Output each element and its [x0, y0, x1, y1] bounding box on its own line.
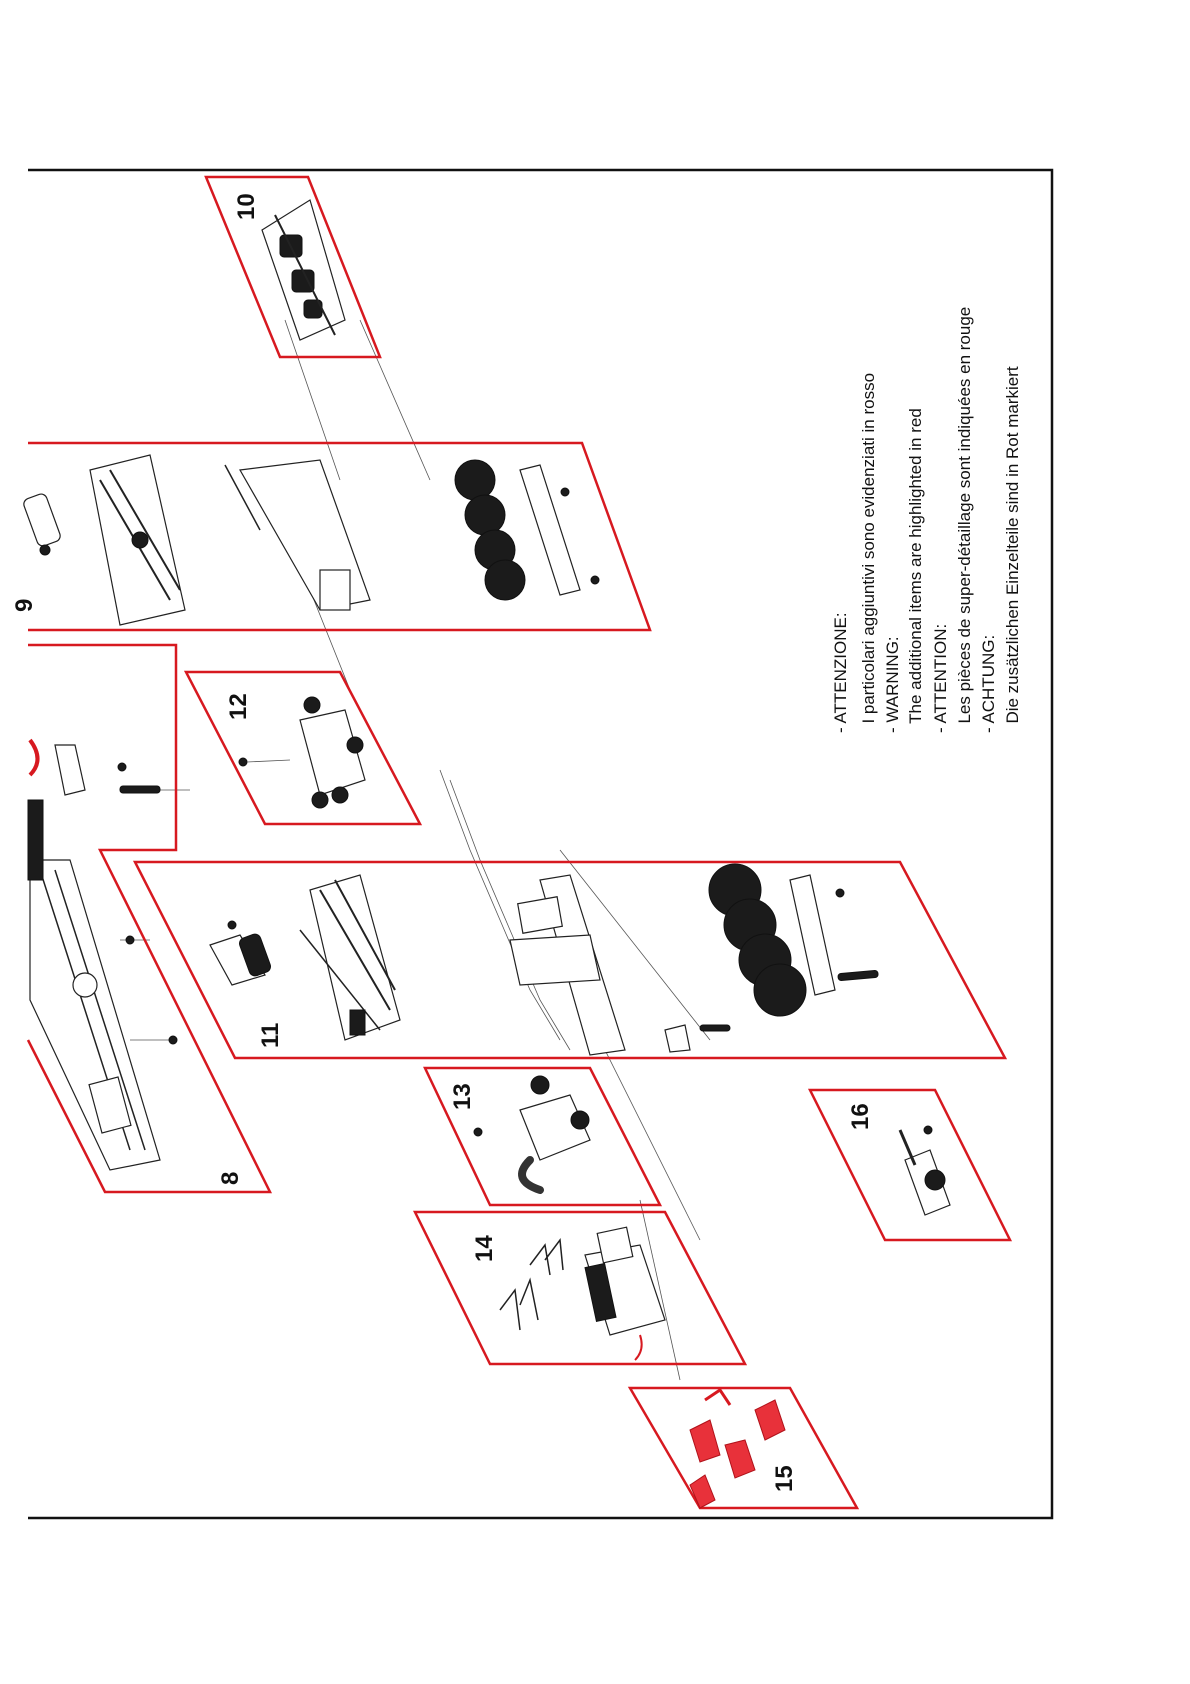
group-9-number: 9: [11, 599, 38, 612]
group-16-frame: [807, 1088, 1013, 1242]
firebox-backhead-part: [584, 1226, 666, 1361]
bogie-frame-part: [261, 199, 346, 341]
group-12-number: 12: [225, 693, 252, 720]
chassis-block-part: [224, 459, 371, 611]
group-16-number: 16: [847, 1103, 874, 1130]
drive-wheelset-part: [664, 863, 879, 1053]
group-11-number: 11: [257, 1023, 284, 1048]
leader-lines: [120, 319, 711, 1381]
coupler-part: [898, 1125, 951, 1216]
cylinder-part: [23, 493, 61, 556]
group-15-frame: [627, 1386, 860, 1510]
group-9: 9: [11, 441, 652, 632]
wheelset-part: [454, 459, 600, 601]
notes-block: - ATTENZIONE: I particolari aggiuntivi s…: [831, 307, 1022, 733]
page-border: [28, 168, 1054, 1520]
locomotive-body-part: [27, 799, 161, 1171]
group-8-number: 8: [217, 1172, 244, 1185]
cylinder-block-part: [209, 920, 271, 986]
group-10: 10: [204, 175, 382, 359]
group-9-frame: [28, 441, 652, 632]
group-14: 14: [412, 1210, 748, 1366]
group-12: 12: [183, 670, 423, 826]
note-line-1: - ATTENZIONE:: [831, 612, 850, 733]
drive-mechanism-part: [89, 454, 186, 626]
group-13-frame: [423, 1066, 663, 1207]
note-line-6: Les pièces de super-détaillage sont indi…: [955, 307, 974, 733]
group-16: 16: [807, 1088, 1013, 1242]
screw-part: [117, 762, 178, 1045]
group-14-number: 14: [471, 1235, 498, 1262]
note-line-8: Die zusätzlichen Einzelteile sind in Rot…: [1003, 366, 1022, 733]
note-line-2: I particolari aggiuntivi sono evidenziat…: [859, 373, 878, 733]
group-10-number: 10: [233, 193, 260, 220]
pony-truck-part: [238, 696, 366, 809]
valve-gear-part: [299, 874, 401, 1041]
group-11-frame: [132, 860, 1008, 1060]
group-15-number: 15: [771, 1465, 798, 1492]
brake-rod-part: [499, 1238, 564, 1331]
trailing-truck-part: [473, 1075, 591, 1194]
group-15: 15: [627, 1386, 860, 1510]
group-12-frame: [183, 670, 423, 826]
chassis-frame-part: [509, 874, 626, 1056]
group-11: 11: [132, 860, 1008, 1060]
red-detail-parts: [689, 1387, 786, 1509]
hook-part: [28, 738, 86, 796]
group-13-number: 13: [449, 1083, 476, 1110]
note-line-4: The additional items are highlighted in …: [906, 408, 925, 733]
group-10-frame: [204, 175, 382, 359]
group-13: 13: [423, 1066, 663, 1207]
note-line-5: - ATTENTION:: [931, 624, 950, 733]
note-line-7: - ACHTUNG:: [979, 635, 998, 733]
group-14-frame: [412, 1210, 748, 1366]
group-8-frame: [26, 643, 273, 1194]
note-line-3: - WARNING:: [883, 636, 902, 733]
group-8: 8: [26, 643, 273, 1194]
